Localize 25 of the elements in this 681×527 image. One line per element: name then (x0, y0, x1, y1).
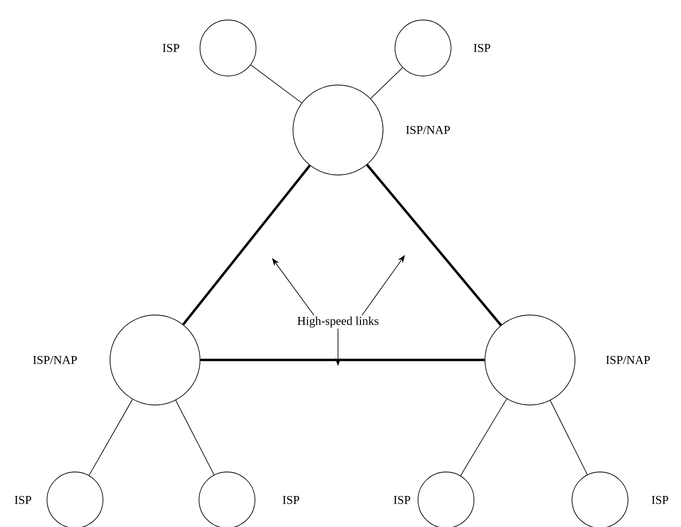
node-label: ISP/NAP (33, 356, 77, 364)
network-circle (110, 314, 200, 406)
network-circle (200, 20, 256, 76)
node-label: ISP (162, 44, 180, 52)
node-label: ISP (282, 496, 300, 504)
network-circle (394, 20, 452, 76)
node-label: ISP/NAP (606, 356, 650, 364)
leader-line (362, 255, 405, 316)
connection-line (175, 400, 214, 476)
connection-line (460, 398, 508, 476)
connection-line (200, 358, 485, 362)
node-label: ISP (394, 496, 410, 504)
node-label: ISP (652, 496, 668, 504)
connection-line (366, 164, 502, 326)
node-label: ISP (14, 496, 32, 504)
network-circle (292, 84, 384, 176)
connection-line (182, 164, 311, 326)
edge-label: High-speed links (298, 316, 378, 328)
node-label: ISP (474, 44, 490, 52)
connection-line (88, 399, 133, 476)
connection-line (250, 64, 302, 104)
network-circle (484, 314, 576, 406)
node-label: ISP/NAP (406, 126, 450, 134)
connection-line (550, 400, 588, 475)
connection-line (370, 67, 403, 99)
